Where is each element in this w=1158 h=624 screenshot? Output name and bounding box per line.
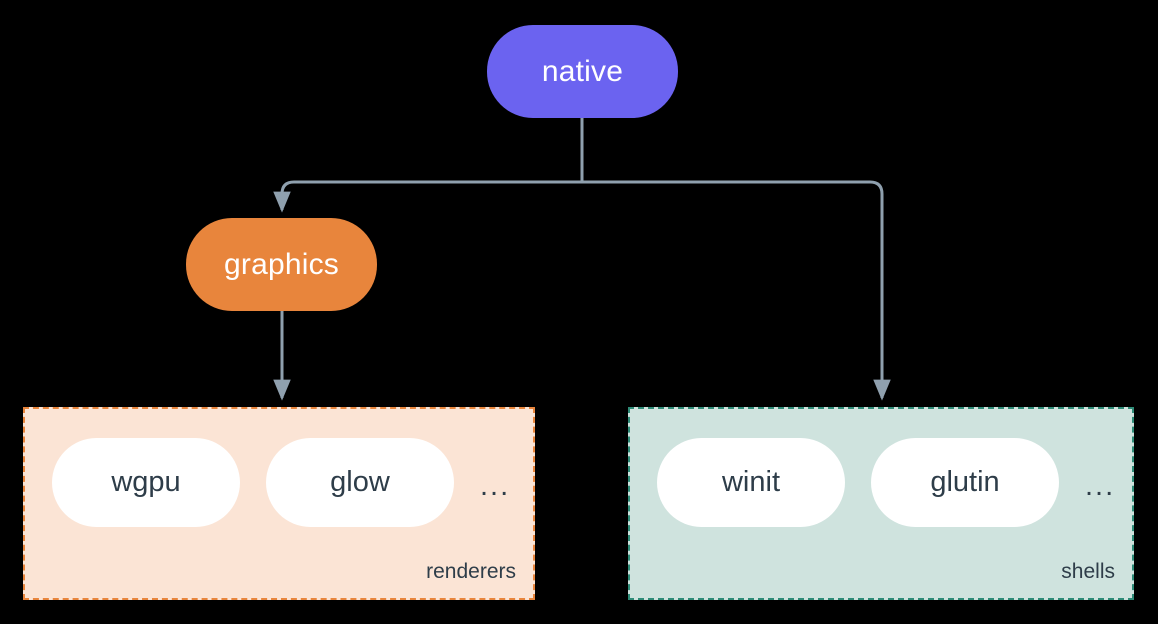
- group-renderers-items: wgpu glow ...: [25, 438, 560, 527]
- group-renderers: wgpu glow ... renderers: [23, 407, 535, 600]
- group-shells: winit glutin ... shells: [628, 407, 1134, 600]
- node-glow[interactable]: glow: [266, 438, 454, 527]
- node-graphics[interactable]: graphics: [186, 218, 377, 311]
- group-renderers-caption: renderers: [426, 560, 516, 583]
- group-shells-caption: shells: [1061, 560, 1115, 583]
- renderers-overflow-ellipsis: ...: [480, 470, 511, 502]
- edge-native-to-graphics: [273, 180, 582, 213]
- node-native-label: native: [541, 54, 624, 88]
- node-graphics-label: graphics: [224, 247, 339, 281]
- node-winit[interactable]: winit: [657, 438, 845, 527]
- group-shells-items: winit glutin ...: [630, 438, 1158, 527]
- node-glutin[interactable]: glutin: [871, 438, 1059, 527]
- node-glow-label: glow: [330, 466, 390, 498]
- node-wgpu-label: wgpu: [111, 466, 181, 498]
- edge-native-to-shells: [582, 180, 891, 401]
- node-winit-label: winit: [721, 466, 780, 498]
- node-glutin-label: glutin: [930, 466, 1000, 498]
- node-native[interactable]: native: [487, 25, 678, 118]
- node-wgpu[interactable]: wgpu: [52, 438, 240, 527]
- shells-overflow-ellipsis: ...: [1085, 470, 1116, 502]
